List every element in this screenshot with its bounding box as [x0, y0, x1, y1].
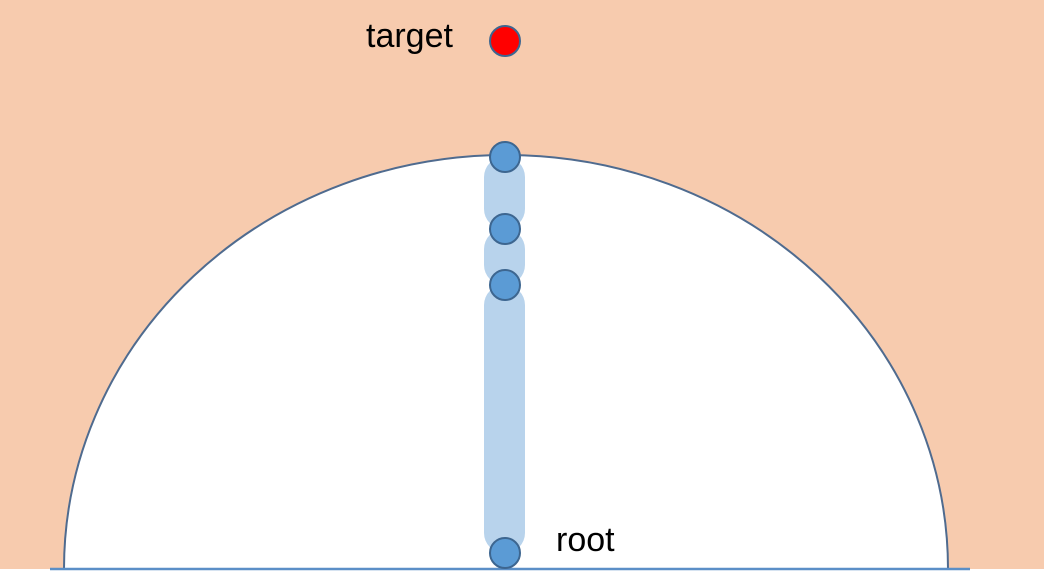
end-effector-joint — [489, 141, 521, 173]
arm-link-1 — [484, 285, 525, 553]
arm-joint-2 — [489, 213, 521, 245]
arm-link-3 — [484, 157, 525, 229]
root-joint — [489, 537, 521, 569]
root-label: root — [556, 521, 615, 559]
arm-joint-1 — [489, 269, 521, 301]
arm-link-2 — [484, 229, 525, 285]
target-label: target — [366, 17, 453, 55]
target-point — [489, 25, 521, 57]
